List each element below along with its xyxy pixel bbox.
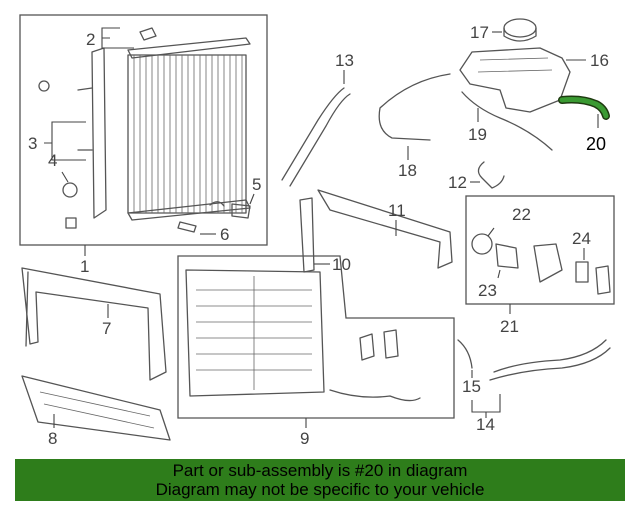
part-18-hose[interactable] [378,73,451,160]
callout-8: 8 [48,429,57,448]
callout-6: 6 [220,225,229,244]
banner-line-1: Part or sub-assembly is #20 in diagram [172,461,468,480]
radiator-group[interactable] [19,14,268,256]
part-19-hose[interactable] [461,91,553,151]
part-13-hose[interactable] [281,70,351,187]
callout-3: 3 [28,134,37,153]
callout-19: 19 [468,125,487,144]
callout-1: 1 [80,257,89,276]
part-21-thermostat-group[interactable] [465,195,615,314]
part-7-frame[interactable] [21,267,167,381]
callout-11: 11 [388,201,406,220]
part-17-cap[interactable] [492,18,537,42]
part-info-banner: Part or sub-assembly is #20 in diagram D… [15,459,625,501]
callout-2: 2 [86,30,95,49]
banner-line-2: Diagram may not be specific to your vehi… [155,480,485,499]
part-8-deflector[interactable] [21,375,171,441]
part-9-shutter-group[interactable] [177,255,455,428]
callout-12: 12 [448,173,467,192]
callout-13: 13 [335,51,354,70]
callout-5: 5 [252,175,261,194]
callout-10: 10 [332,255,351,274]
callout-15: 15 [462,377,481,396]
callout-21: 21 [500,317,519,336]
callout-17: 17 [470,23,489,42]
callout-20: 20 [586,134,606,154]
callout-24: 24 [572,229,591,248]
callout-14: 14 [476,415,495,434]
callout-7: 7 [102,319,111,338]
part-14-coolant-pipe[interactable] [471,339,611,418]
part-15-hose[interactable] [457,339,473,378]
callout-4: 4 [48,151,57,170]
callout-16: 16 [590,51,609,70]
parts-diagram: 1 2 3 4 5 6 7 8 9 10 11 12 13 14 15 16 1… [19,14,615,448]
part-10-side-bracket[interactable] [299,197,330,273]
part-20-hose-highlighted[interactable] [558,95,610,129]
part-11-upper-tie-bar[interactable] [317,189,453,269]
callout-18: 18 [398,161,417,180]
callout-9: 9 [300,429,309,448]
callout-23: 23 [478,281,497,300]
callout-22: 22 [512,205,531,224]
part-12-elbow[interactable] [470,161,505,189]
